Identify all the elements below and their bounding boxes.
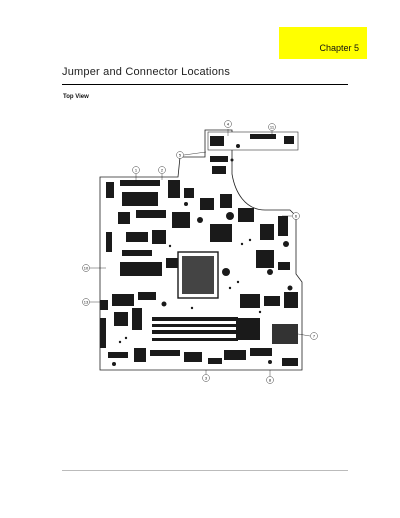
title-divider xyxy=(62,84,348,85)
callout-3: 3 xyxy=(205,376,208,381)
chapter-tab: Chapter 5 xyxy=(279,27,367,59)
callout-marker-11 xyxy=(268,123,276,131)
chapter-label: Chapter 5 xyxy=(319,43,359,53)
callout-marker-1 xyxy=(132,166,140,174)
callout-marker-3 xyxy=(202,374,210,382)
callout-1: 1 xyxy=(135,168,138,173)
legend-row xyxy=(60,424,350,430)
page-title: Jumper and Connector Locations xyxy=(62,66,231,78)
memory-slot-3 xyxy=(152,330,238,334)
callout-marker-4 xyxy=(224,120,232,128)
cpu-socket xyxy=(177,251,219,299)
callout-11: 11 xyxy=(270,125,275,130)
legend-row xyxy=(60,440,350,446)
memory-slot-2 xyxy=(152,324,238,327)
callout-6: 6 xyxy=(295,214,298,219)
callout-7: 7 xyxy=(313,334,316,339)
callout-8: 8 xyxy=(269,378,272,383)
callout-10: 10 xyxy=(84,266,89,271)
legend-row xyxy=(60,448,350,454)
footer-divider xyxy=(62,470,348,471)
callout-marker-7 xyxy=(310,332,318,340)
callout-marker-2 xyxy=(158,166,166,174)
callout-marker-13 xyxy=(82,298,90,306)
callout-marker-10 xyxy=(82,264,90,272)
callout-13: 13 xyxy=(84,300,89,305)
callout-2: 2 xyxy=(161,168,164,173)
board-outline xyxy=(99,129,303,371)
callout-marker-8 xyxy=(266,376,274,384)
memory-slot-1 xyxy=(152,317,238,321)
motherboard-drawing: 4 11 5 1 2 6 10 13 7 xyxy=(82,120,318,384)
section-heading: Top View xyxy=(63,94,89,100)
legend-row xyxy=(60,432,350,438)
callout-5: 5 xyxy=(179,153,182,158)
motherboard-diagram: 4 11 5 1 2 6 10 13 7 xyxy=(60,112,350,392)
callout-marker-5 xyxy=(176,151,184,159)
callout-marker-6 xyxy=(292,212,300,220)
memory-slot-4 xyxy=(152,338,238,341)
callout-4: 4 xyxy=(227,122,230,127)
